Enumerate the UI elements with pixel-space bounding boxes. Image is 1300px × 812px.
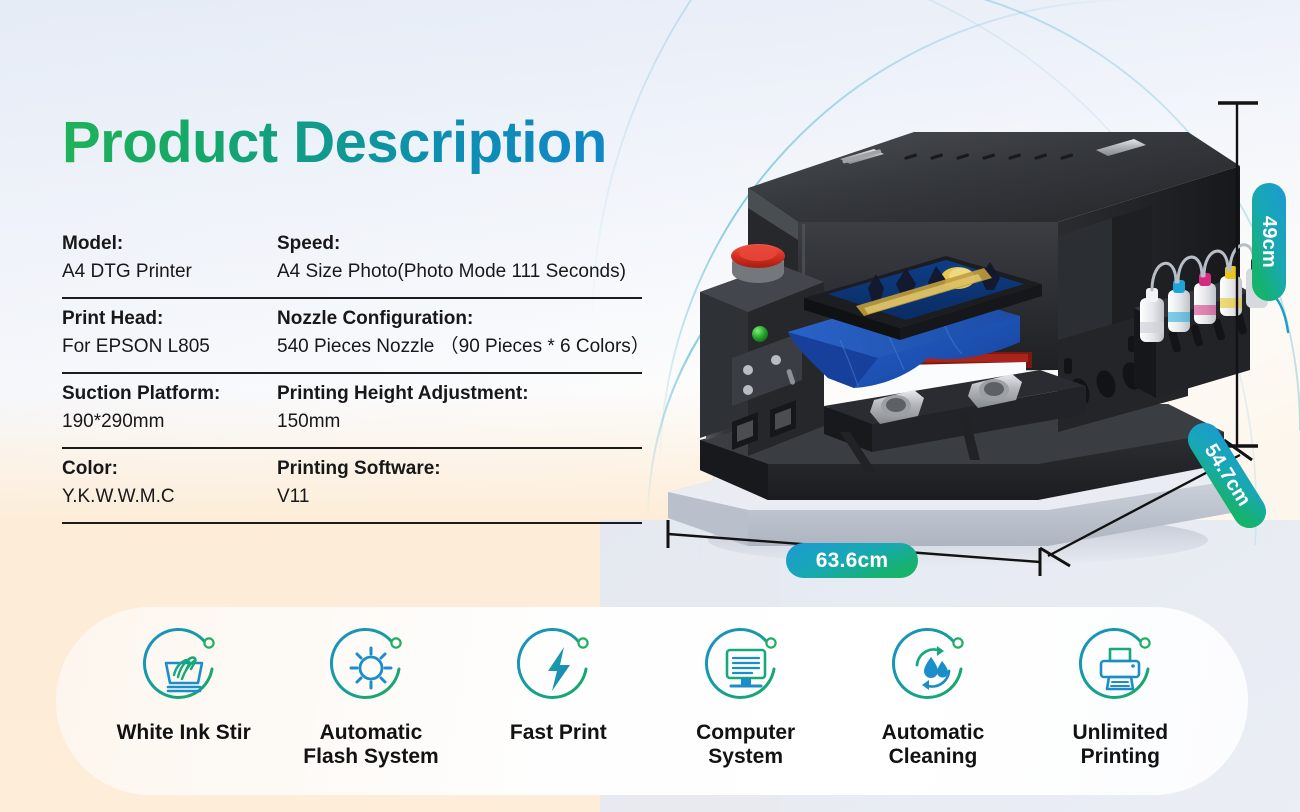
table-row: Model: A4 DTG Printer Speed: A4 Size Pho… xyxy=(62,224,642,300)
spec-value: For EPSON L805 xyxy=(62,335,210,357)
spec-cell-left: Suction Platform: 190*290mm xyxy=(62,380,277,435)
spec-value: 190*290mm xyxy=(62,410,165,432)
spec-cell-left: Color: Y.K.W.W.M.C xyxy=(62,455,277,510)
table-row: Print Head: For EPSON L805 Nozzle Config… xyxy=(62,299,650,375)
spec-key: Printing Software: xyxy=(277,458,441,480)
desktop-monitor-icon xyxy=(704,627,777,699)
specification-table: Model: A4 DTG Printer Speed: A4 Size Pho… xyxy=(62,224,650,525)
spec-cell-left: Model: A4 DTG Printer xyxy=(62,230,277,285)
spec-value: 540 Pieces Nozzle （90 Pieces * 6 Colors） xyxy=(277,335,650,357)
water-drops-recycle-icon xyxy=(891,627,964,699)
feature-label: Unlimited Printing xyxy=(1072,721,1169,768)
feature-item-white-ink-stir[interactable]: White Ink Stir xyxy=(90,621,277,745)
feature-label: Automatic Flash System xyxy=(303,721,439,768)
feature-label: Automatic Cleaning xyxy=(881,721,985,768)
spec-cell-left: Print Head: For EPSON L805 xyxy=(62,305,277,360)
feature-item-computer-system[interactable]: Computer System xyxy=(652,621,839,768)
spec-cell-right: Printing Height Adjustment: 150mm xyxy=(277,380,642,435)
spec-key: Printing Height Adjustment: xyxy=(277,383,529,405)
feature-label: Computer System xyxy=(696,721,796,768)
page-title: Product Description xyxy=(62,110,607,175)
spec-value: A4 DTG Printer xyxy=(62,260,192,282)
spec-cell-right: Speed: A4 Size Photo(Photo Mode 111 Seco… xyxy=(277,230,642,285)
feature-item-automatic-cleaning[interactable]: Automatic Cleaning xyxy=(839,621,1026,768)
spec-value: V11 xyxy=(277,485,310,507)
table-row: Color: Y.K.W.W.M.C Printing Software: V1… xyxy=(62,449,642,525)
wash-basin-hand-icon xyxy=(142,627,215,699)
feature-strip: White Ink Stir xyxy=(56,607,1248,795)
printer-icon xyxy=(1079,627,1151,699)
sun-flash-icon xyxy=(329,627,402,699)
table-row: Suction Platform: 190*290mm Printing Hei… xyxy=(62,374,642,450)
spec-key: Print Head: xyxy=(62,308,164,330)
feature-label: Fast Print xyxy=(509,721,607,744)
dimension-badge-width: 63.6cm xyxy=(786,543,918,578)
lightning-bolt-icon xyxy=(517,627,590,699)
printer-illustration xyxy=(628,40,1300,600)
spec-key: Speed: xyxy=(277,233,341,254)
feature-label: White Ink Stir xyxy=(116,721,251,744)
spec-key: Suction Platform: xyxy=(62,383,221,405)
feature-item-automatic-flash-system[interactable]: Automatic Flash System xyxy=(277,621,464,768)
spec-key: Model: xyxy=(62,233,124,254)
spec-value: 150mm xyxy=(277,410,341,432)
feature-list: White Ink Stir xyxy=(56,607,1248,795)
spec-cell-right: Nozzle Configuration: 540 Pieces Nozzle … xyxy=(277,305,650,360)
dimension-badge-height: 49cm xyxy=(1252,183,1286,301)
spec-cell-right: Printing Software: V11 xyxy=(277,455,642,510)
spec-key: Nozzle Configuration: xyxy=(277,308,474,330)
spec-value: A4 Size Photo(Photo Mode 111 Seconds) xyxy=(277,260,626,282)
spec-key: Color: xyxy=(62,458,118,480)
feature-item-fast-print[interactable]: Fast Print xyxy=(465,621,652,745)
feature-item-unlimited-printing[interactable]: Unlimited Printing xyxy=(1027,621,1214,768)
spec-value: Y.K.W.W.M.C xyxy=(62,485,175,507)
